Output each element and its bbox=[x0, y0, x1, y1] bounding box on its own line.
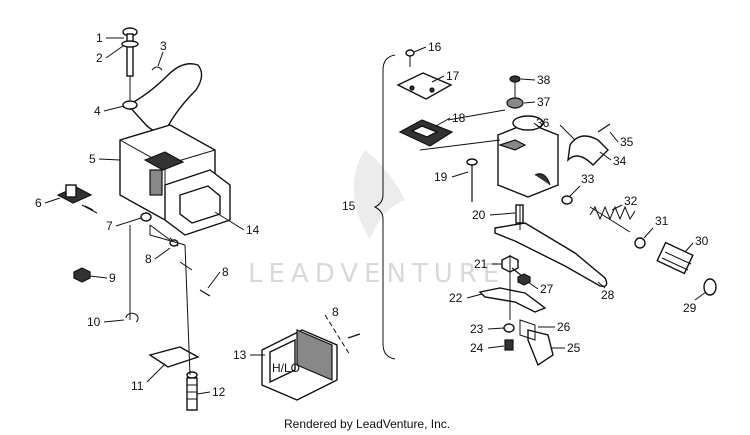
bolt-part bbox=[186, 371, 198, 411]
callout-label: 17 bbox=[446, 69, 460, 83]
callout-label: 32 bbox=[624, 194, 638, 208]
callout-label: 37 bbox=[537, 95, 551, 109]
spring-part bbox=[589, 205, 636, 233]
callout-label: 38 bbox=[537, 73, 551, 87]
callout-label: 6 bbox=[35, 196, 42, 210]
right-assembly bbox=[373, 49, 717, 367]
callout-label: 8 bbox=[332, 305, 339, 319]
callout-label: 5 bbox=[89, 152, 96, 166]
callout-labels: 1 2 3 4 5 6 7 8 8 9 10 11 12 13 8 14 15 … bbox=[35, 31, 709, 399]
clip-part bbox=[151, 66, 163, 71]
switch-plate-part bbox=[164, 169, 231, 236]
callout-label: 16 bbox=[428, 40, 442, 54]
bolt-part bbox=[121, 27, 139, 77]
brake-lever-part bbox=[494, 222, 608, 288]
callout-label: 9 bbox=[109, 271, 116, 285]
nut-part bbox=[73, 267, 91, 283]
callout-label: 18 bbox=[452, 111, 466, 125]
callout-label: 28 bbox=[601, 288, 615, 302]
callout-label: 34 bbox=[613, 154, 627, 168]
decal-assembly: H/LO bbox=[261, 314, 361, 401]
callout-label: 19 bbox=[434, 170, 448, 184]
callout-label: 30 bbox=[695, 234, 709, 248]
callout-label: 15 bbox=[342, 199, 356, 213]
callout-label: 12 bbox=[212, 385, 226, 399]
group-brace bbox=[373, 54, 396, 360]
bracket-part bbox=[126, 63, 203, 133]
callout-label: 31 bbox=[655, 214, 669, 228]
callout-label: 36 bbox=[536, 116, 550, 130]
callout-label: 23 bbox=[470, 322, 484, 336]
left-assembly bbox=[56, 27, 231, 411]
switch-part bbox=[527, 329, 554, 367]
fitting-part bbox=[656, 241, 694, 275]
callout-label: 22 bbox=[449, 291, 463, 305]
watermark: LEADVENTURE bbox=[248, 150, 505, 289]
decal-text: H/LO bbox=[272, 361, 300, 375]
clamp-part bbox=[567, 135, 609, 166]
cover-plate-part bbox=[148, 346, 200, 368]
callout-label: 24 bbox=[470, 341, 484, 355]
callout-label: 1 bbox=[96, 31, 103, 45]
callout-label: 8 bbox=[222, 265, 229, 279]
flame-logo-icon bbox=[353, 150, 405, 240]
callout-label: 13 bbox=[233, 348, 247, 362]
clip-part bbox=[125, 312, 139, 323]
callout-label: 21 bbox=[474, 257, 488, 271]
callout-label: 20 bbox=[472, 208, 486, 222]
callout-label: 10 bbox=[87, 315, 101, 329]
callout-label: 2 bbox=[96, 51, 103, 65]
washer-part bbox=[140, 212, 152, 222]
screw-part bbox=[199, 289, 211, 297]
footer-credit: Rendered by LeadVenture, Inc. bbox=[284, 417, 450, 431]
callout-label: 3 bbox=[160, 39, 167, 53]
callout-label: 26 bbox=[557, 320, 571, 334]
callout-label: 27 bbox=[540, 282, 554, 296]
callout-label: 35 bbox=[620, 135, 634, 149]
callout-label: 11 bbox=[131, 379, 144, 393]
switch-plate-part bbox=[478, 287, 547, 313]
switch-part bbox=[56, 184, 98, 214]
callout-label: 29 bbox=[683, 301, 697, 315]
callout-label: 8 bbox=[145, 252, 152, 266]
watermark-text: LEADVENTURE bbox=[248, 259, 505, 289]
callout-label: 25 bbox=[567, 341, 581, 355]
master-cylinder-part bbox=[497, 115, 559, 198]
callout-label: 7 bbox=[106, 219, 113, 233]
callout-label: 14 bbox=[246, 223, 260, 237]
callout-label: 33 bbox=[581, 172, 595, 186]
diaphragm-part bbox=[506, 97, 524, 109]
callout-label: 4 bbox=[94, 104, 101, 118]
